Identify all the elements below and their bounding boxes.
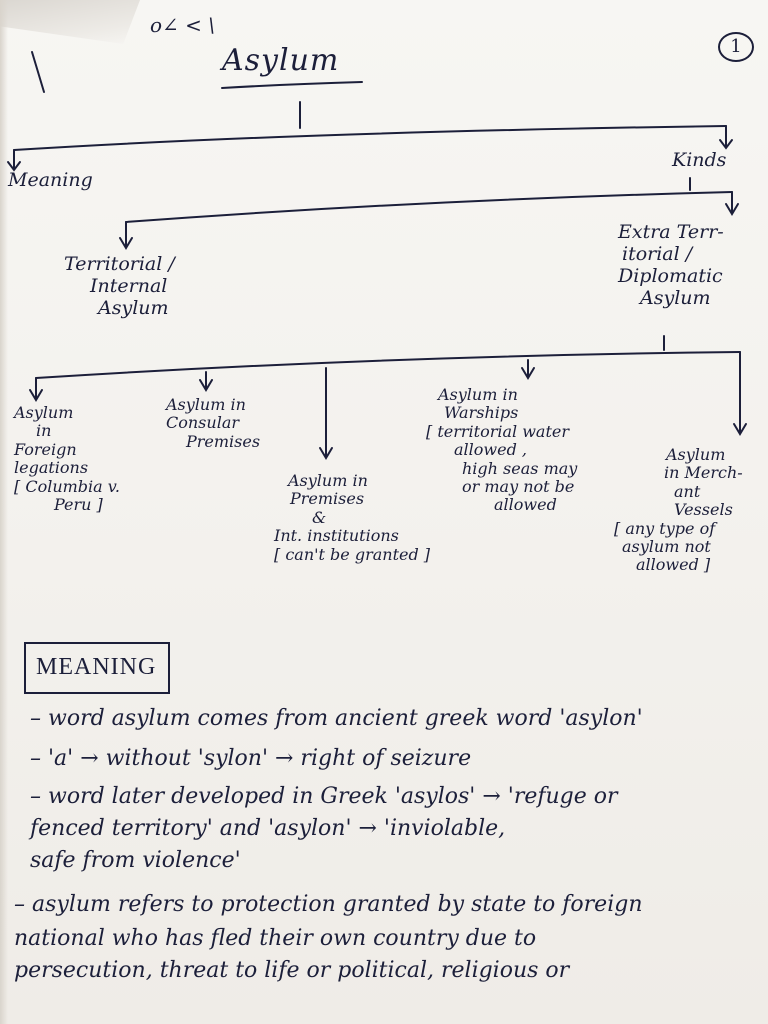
meaning-line-2: – 'a' → without 'sylon' → right of seizu… [30,746,472,771]
node-territorial-asylum: Territorial / Internal Asylum [64,253,175,319]
leaf-premises-int-institutions: Asylum in Premises & Int. institutions [… [274,471,431,564]
leaf-merchant-vessels: Asylum in Merch- ant Vessels [ any type … [614,445,743,575]
meaning-heading: MEANING [36,654,157,680]
meaning-line-3: – word later developed in Greek 'asylos'… [30,784,618,809]
node-kinds: Kinds [672,149,727,171]
meaning-heading-box: MEANING [24,642,170,694]
node-meaning: Meaning [8,169,93,191]
node-extra-territorial-asylum: Extra Terr- itorial / Diplomatic Asylum [618,221,724,309]
meaning-line-1: – word asylum comes from ancient greek w… [30,706,643,731]
meaning-line-7: national who has fled their own country … [14,926,537,951]
page-title: Asylum [222,43,340,78]
leaf-warships: Asylum in Warships [ territorial water a… [426,385,578,515]
meaning-line-6: – asylum refers to protection granted by… [14,892,643,917]
page-edge-shadow [0,0,8,1024]
leaf-consular-premises: Asylum in Consular Premises [166,395,261,451]
pen-mark [31,51,45,93]
meaning-line-8: persecution, threat to life or political… [14,958,570,983]
title-underline [221,81,363,89]
meaning-line-5: safe from violence' [30,848,241,873]
top-scribble: o∠ < \ [150,13,216,37]
page-number: 1 [718,32,754,62]
leaf-foreign-legations: Asylum in Foreign legations [ Columbia v… [14,403,121,514]
meaning-line-4: fenced territory' and 'asylon' → 'inviol… [30,816,506,841]
